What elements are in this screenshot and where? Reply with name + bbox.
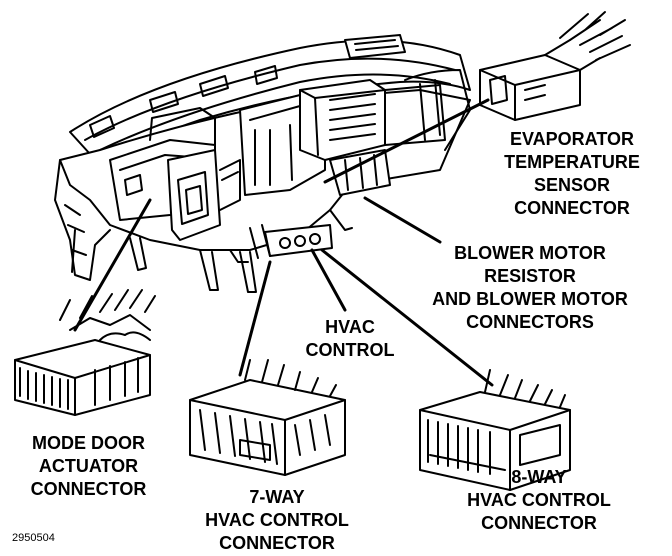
label-eight-way: 8-WAY HVAC CONTROL CONNECTOR	[444, 466, 634, 535]
label-line: ACTUATOR	[38, 456, 139, 476]
label-seven-way: 7-WAY HVAC CONTROL CONNECTOR	[182, 486, 372, 555]
leader-mode-door	[73, 198, 152, 332]
label-line: CONNECTOR	[30, 479, 147, 499]
label-line: HVAC CONTROL	[467, 490, 611, 510]
label-hvac-control: HVAC CONTROL	[290, 316, 410, 362]
label-line: TEMPERATURE	[504, 152, 640, 172]
label-line: CONNECTOR	[219, 533, 335, 553]
label-line: EVAPORATOR	[509, 129, 634, 149]
seven-way-connector-icon	[189, 359, 346, 476]
label-blower-motor: BLOWER MOTOR RESISTOR AND BLOWER MOTOR C…	[410, 242, 650, 334]
leader-lines	[73, 98, 494, 387]
leader-hvac-control	[310, 248, 347, 312]
label-line: CONTROL	[305, 340, 395, 360]
label-evaporator-sensor: EVAPORATOR TEMPERATURE SENSOR CONNECTOR	[492, 128, 652, 220]
figure-id: 2950504	[12, 532, 55, 544]
mode-door-connector-icon	[14, 289, 156, 416]
eight-way-connector-icon	[419, 369, 571, 491]
label-line: HVAC CONTROL	[205, 510, 349, 530]
label-line: CONNECTORS	[466, 312, 594, 332]
label-line: CONNECTOR	[481, 513, 597, 533]
label-mode-door: MODE DOOR ACTUATOR CONNECTOR	[6, 432, 171, 501]
label-line: 7-WAY	[249, 487, 305, 507]
label-line: HVAC	[325, 317, 375, 337]
leader-eight-way	[320, 248, 494, 387]
hvac-housing	[54, 34, 471, 293]
label-line: AND BLOWER MOTOR	[432, 289, 628, 309]
evaporator-sensor-connector-icon	[479, 11, 631, 121]
leader-seven-way	[238, 260, 272, 377]
label-line: MODE DOOR	[31, 433, 145, 453]
leader-evaporator	[323, 98, 490, 184]
label-line: RESISTOR	[484, 266, 576, 286]
label-line: 8-WAY	[511, 467, 567, 487]
label-line: SENSOR	[533, 175, 611, 195]
leader-blower	[363, 196, 442, 244]
label-line: BLOWER MOTOR	[454, 243, 606, 263]
label-line: CONNECTOR	[514, 198, 630, 218]
